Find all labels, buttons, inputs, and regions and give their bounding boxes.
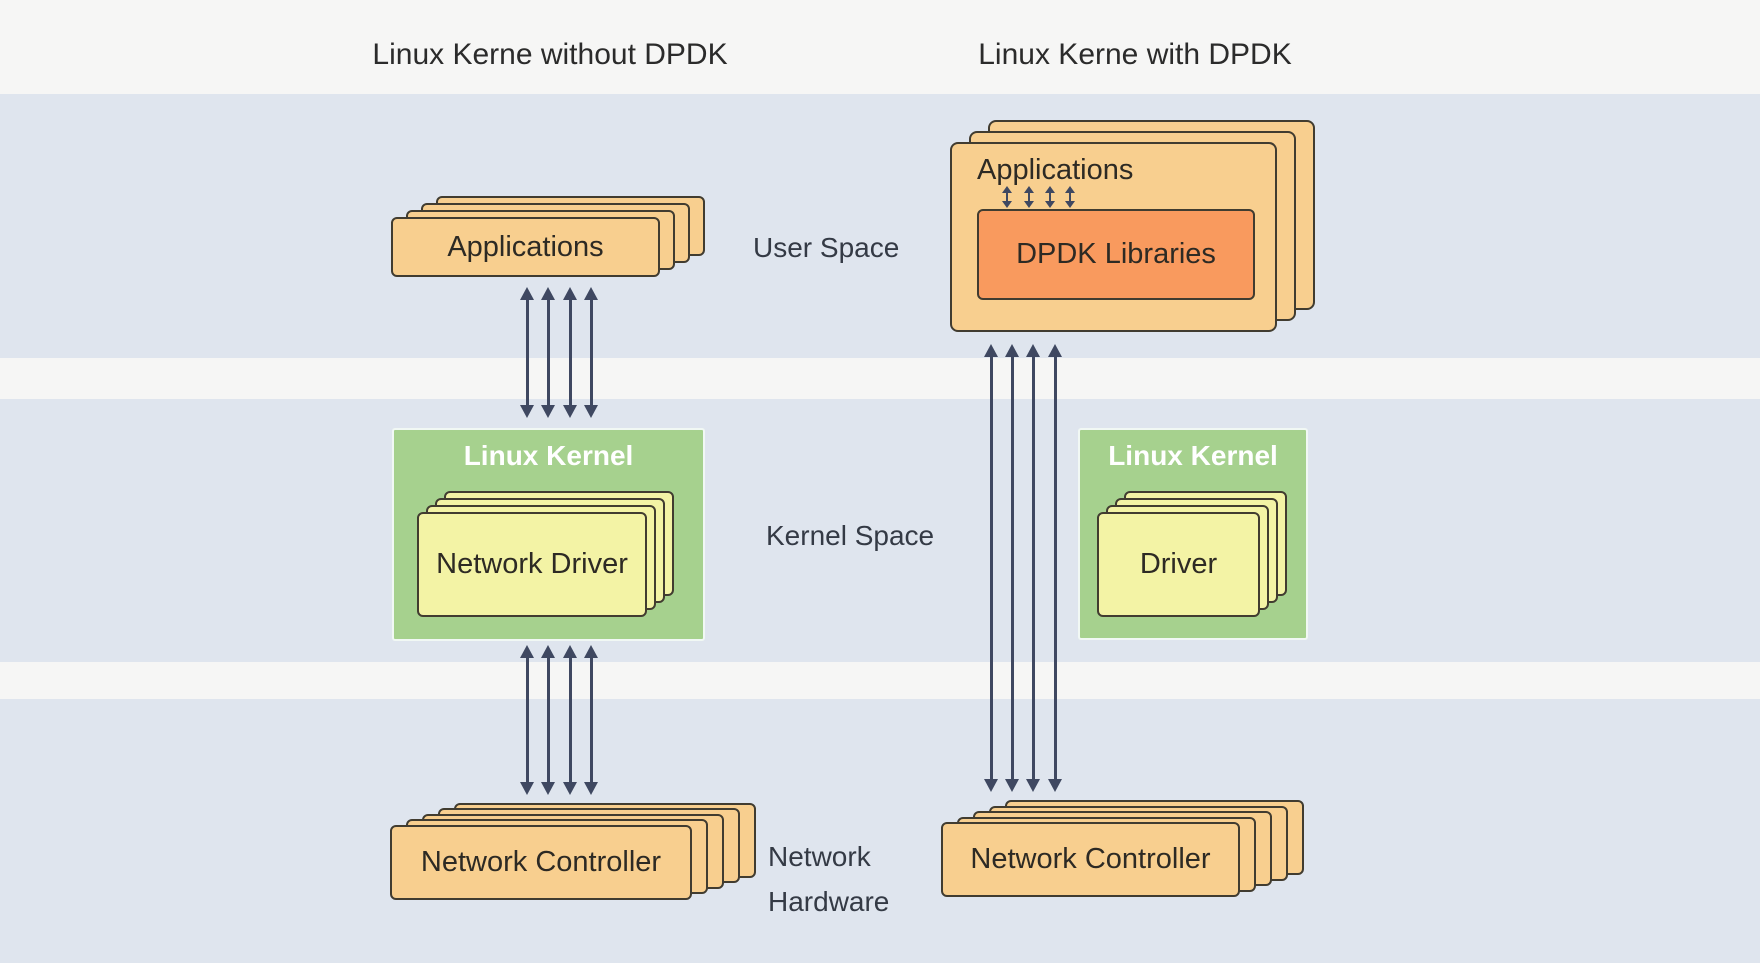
kernel-space-band xyxy=(0,399,1760,662)
user-space-label: User Space xyxy=(753,232,900,263)
bidirectional-arrow-small xyxy=(1002,186,1012,208)
stack-card-front: Applications xyxy=(391,217,660,277)
dpdk-libraries-box: DPDK Libraries xyxy=(977,209,1255,300)
bidirectional-arrow xyxy=(520,287,534,418)
linux-kernel-label: Linux Kernel xyxy=(463,440,634,471)
bidirectional-arrow xyxy=(1026,344,1040,792)
bidirectional-arrow-small xyxy=(1045,186,1055,208)
bidirectional-arrow xyxy=(984,344,998,792)
bidirectional-arrow xyxy=(541,645,555,795)
top-strip-band xyxy=(0,0,1760,94)
bidirectional-arrow xyxy=(1048,344,1062,792)
stack-card-front: Network Controller xyxy=(941,822,1240,897)
applications-label: Applications xyxy=(977,154,1134,186)
title-without-dpdk: Linux Kerne without DPDK xyxy=(372,38,728,71)
user-space-band xyxy=(0,94,1760,358)
network-hardware-band xyxy=(0,699,1760,963)
network-controller-label: Network Controller xyxy=(970,843,1211,875)
bidirectional-arrow xyxy=(563,645,577,795)
linux-kernel-label: Linux Kernel xyxy=(1108,440,1278,471)
driver-label: Driver xyxy=(1139,548,1218,580)
gap-strip-1 xyxy=(0,358,1760,399)
kernel-space-label: Kernel Space xyxy=(766,520,935,551)
bidirectional-arrow xyxy=(541,287,555,418)
title-with-dpdk: Linux Kerne with DPDK xyxy=(978,38,1292,71)
stack-card-front: Applications DPDK Libraries xyxy=(950,142,1277,332)
stack-card-front: Driver xyxy=(1097,512,1260,617)
network-hardware-label: Network Hardware xyxy=(768,841,890,917)
network-controller-label: Network Controller xyxy=(420,846,662,878)
bidirectional-arrow-small xyxy=(1024,186,1034,208)
bidirectional-arrow xyxy=(584,645,598,795)
dpdk-libraries-label: DPDK Libraries xyxy=(1016,238,1216,270)
bidirectional-arrow xyxy=(1005,344,1019,792)
bidirectional-arrow xyxy=(563,287,577,418)
applications-label: Applications xyxy=(447,230,604,263)
gap-strip-2 xyxy=(0,662,1760,699)
stack-card-front: Network Driver xyxy=(417,512,647,617)
network-driver-label: Network Driver xyxy=(436,548,628,580)
bidirectional-arrow xyxy=(520,645,534,795)
bidirectional-arrow-small xyxy=(1065,186,1075,208)
stack-card-front: Network Controller xyxy=(390,825,692,900)
bidirectional-arrow xyxy=(584,287,598,418)
